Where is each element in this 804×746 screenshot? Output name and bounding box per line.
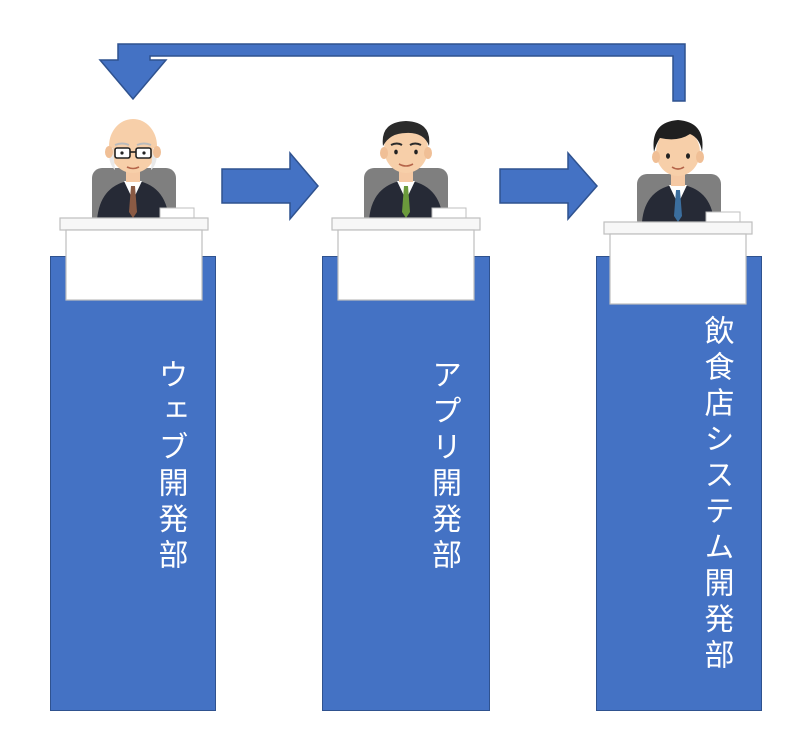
department-column-web: ウェブ開発部 (50, 256, 216, 711)
department-column-app: アプリ開発部 (322, 256, 490, 711)
arrow-web-to-app (221, 150, 319, 222)
department-label-app: アプリ開発部 (426, 359, 461, 575)
desk-web (59, 207, 209, 301)
arrow-app-to-restaurant (499, 151, 598, 221)
executive-bald-glasses-illustration (92, 119, 176, 228)
desk-app (331, 207, 481, 301)
desk-restaurant-system (603, 211, 753, 305)
executive-young-illustration (637, 120, 721, 230)
loop-back-arrow (98, 43, 686, 102)
executive-middle-aged-illustration (364, 121, 448, 228)
department-column-restaurant-system: 飲食店システム開発部 (596, 256, 762, 711)
department-label-web: ウェブ開発部 (152, 359, 188, 575)
department-label-restaurant-system: 飲食店システム開発部 (698, 315, 734, 675)
